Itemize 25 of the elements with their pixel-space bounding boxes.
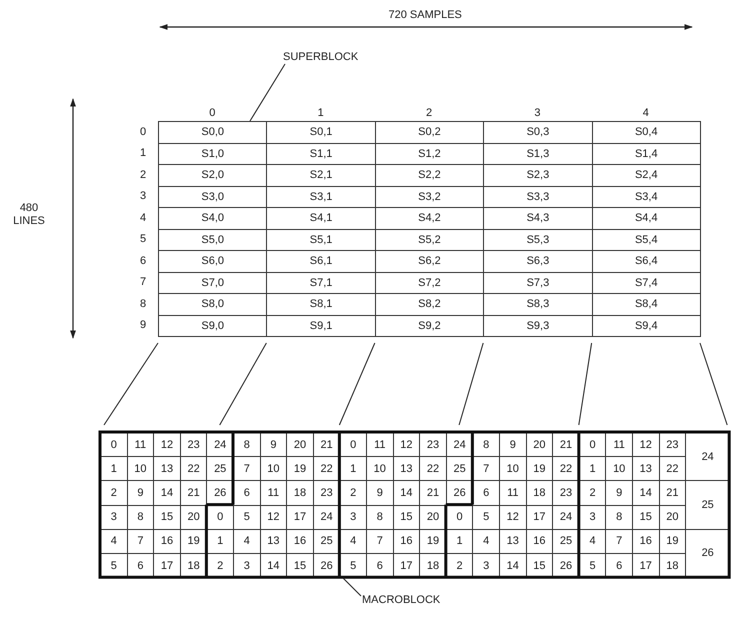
row-number: 3 bbox=[140, 190, 146, 204]
row-number: 0 bbox=[140, 126, 146, 139]
row-number: 5 bbox=[140, 233, 146, 246]
column-number: 1 bbox=[318, 107, 324, 120]
leader-line bbox=[250, 64, 286, 122]
row-number: 1 bbox=[140, 147, 146, 160]
dimension-label: 720 SAMPLES bbox=[388, 9, 462, 22]
dimension-label: 480 LINES bbox=[12, 202, 46, 228]
row-number: 9 bbox=[140, 319, 146, 332]
row-number: 7 bbox=[140, 276, 146, 290]
table-cell: S0,0 bbox=[158, 121, 268, 144]
callout-label: SUPERBLOCK bbox=[283, 51, 358, 64]
column-number: 3 bbox=[534, 107, 541, 120]
column-number: 4 bbox=[642, 107, 649, 120]
row-number: 2 bbox=[140, 168, 146, 182]
leader-line bbox=[342, 578, 362, 596]
column-number: 2 bbox=[426, 107, 432, 120]
row-number: 4 bbox=[140, 212, 146, 225]
column-number: 0 bbox=[209, 107, 216, 120]
table-cell: S0,4 bbox=[592, 121, 701, 144]
row-number: 6 bbox=[140, 254, 146, 268]
callout-label: MACROBLOCK bbox=[362, 594, 440, 607]
table-cell: S9,4 bbox=[592, 314, 701, 337]
row-number: 8 bbox=[140, 298, 146, 311]
table-cell: S9,0 bbox=[158, 314, 268, 337]
